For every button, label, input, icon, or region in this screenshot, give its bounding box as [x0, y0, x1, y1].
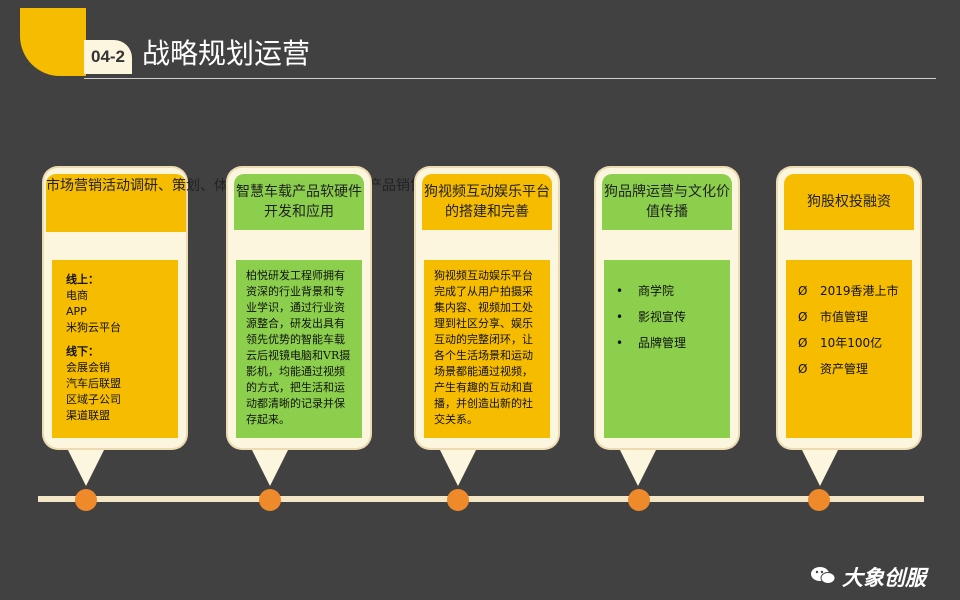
card-video-platform: 狗视频互动娱乐平台的搭建和完善 狗视频互动娱乐平台完成了从用户拍摄采集内容、视频…: [416, 168, 558, 448]
card-title: 狗视频互动娱乐平台的搭建和完善: [422, 174, 552, 230]
card-title: 狗品牌运营与文化价值传播: [602, 174, 732, 230]
timeline-dot: [259, 489, 281, 511]
list-item: 米狗云平台: [66, 321, 121, 334]
list-item: 会展会销: [66, 361, 110, 374]
bullet-icon: Ø: [798, 336, 808, 350]
card-pointer: [250, 446, 290, 486]
list-item: •影视宣传: [616, 310, 687, 324]
card-pointer: [800, 446, 840, 486]
card-title: 市场营销活动调研、策划、体验、反馈、渠道建设和产品销售: [46, 174, 424, 232]
section-number: 04-2: [84, 40, 132, 74]
wechat-icon: [811, 567, 836, 584]
card-pointer: [618, 446, 658, 486]
offline-label: 线下：: [66, 345, 99, 358]
card-marketing: 市场营销活动调研、策划、体验、反馈、渠道建设和产品销售 线上： 电商 APP 米…: [44, 168, 424, 448]
bullet-icon: Ø: [798, 284, 808, 298]
list-item: •商学院: [616, 284, 675, 298]
header-divider: [84, 78, 936, 79]
bullet-list: •商学院 •影视宣传 •品牌管理: [604, 260, 730, 351]
card-pointer: [66, 446, 106, 486]
bullet-icon: Ø: [798, 362, 808, 376]
timeline-dot: [75, 489, 97, 511]
card-body: •商学院 •影视宣传 •品牌管理: [604, 260, 730, 438]
card-pointer: [438, 446, 478, 486]
list-item: 汽车后联盟: [66, 377, 121, 390]
timeline-dot: [628, 489, 650, 511]
bullet-icon: Ø: [798, 310, 808, 324]
card-body: 狗视频互动娱乐平台完成了从用户拍摄采集内容、视频加工处理到社区分享、娱乐互动的完…: [424, 260, 550, 438]
list-item: APP: [66, 305, 87, 318]
card-body: 柏悦研发工程师拥有资深的行业背景和专业学识，通过行业资源整合，研发出具有领先优势…: [236, 260, 362, 438]
page-title: 战略规划运营: [142, 37, 311, 70]
list-item: 区域子公司: [66, 393, 121, 406]
list-item: 渠道联盟: [66, 409, 110, 422]
timeline-dot: [808, 489, 830, 511]
bullet-icon: •: [616, 310, 624, 324]
card-smart-car: 智慧车载产品软硬件开发和应用 柏悦研发工程师拥有资深的行业背景和专业学识，通过行…: [228, 168, 370, 448]
online-label: 线上：: [66, 273, 99, 286]
card-title: 智慧车载产品软硬件开发和应用: [234, 174, 364, 230]
corner-decoration: [20, 8, 86, 76]
bullet-icon: •: [616, 336, 624, 350]
bullet-icon: •: [616, 284, 624, 298]
card-body: 线上： 电商 APP 米狗云平台 线下： 会展会销 汽车后联盟 区域子公司 渠道…: [52, 260, 178, 438]
brand-name: 大象创服: [842, 566, 926, 590]
timeline-line: [38, 496, 924, 502]
list-item: •品牌管理: [616, 336, 687, 350]
list-item: 电商: [66, 289, 88, 302]
timeline-dot: [447, 489, 469, 511]
card-title: 狗股权投融资: [784, 174, 914, 230]
card-brand: 狗品牌运营与文化价值传播 •商学院 •影视宣传 •品牌管理: [596, 168, 738, 448]
